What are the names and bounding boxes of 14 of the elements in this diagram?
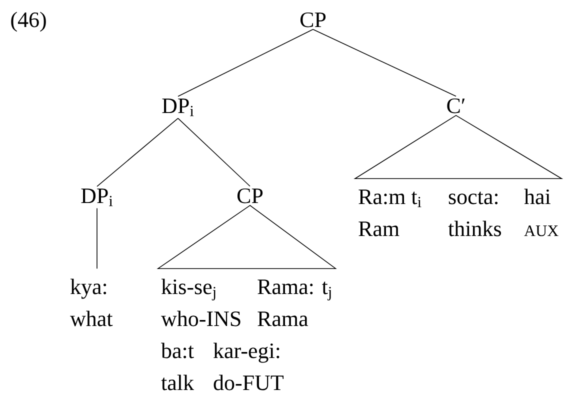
word-gloss: kis-se$_{j}$ Rama: t$_{j}$ who-INS Rama ba:t kar-egi: talk do-FUT	[161, 278, 331, 390]
branch-line	[96, 118, 178, 187]
word-gloss: kya: what	[70, 278, 113, 326]
category-label: CP	[237, 188, 263, 204]
branch-line	[312, 29, 456, 97]
branch-line	[178, 29, 314, 97]
category-label: DP$_{i}$	[81, 188, 113, 206]
word-gloss: Ra:m t$_{i}$ socta: hai Ram thinks AUX	[358, 188, 558, 236]
category-label: C′	[447, 98, 465, 114]
branch-line	[96, 208, 98, 269]
example-number: (46)	[11, 12, 46, 32]
branch-line	[178, 118, 250, 187]
category-label: CP	[300, 12, 326, 28]
category-label: DP$_{i}$	[162, 98, 194, 116]
